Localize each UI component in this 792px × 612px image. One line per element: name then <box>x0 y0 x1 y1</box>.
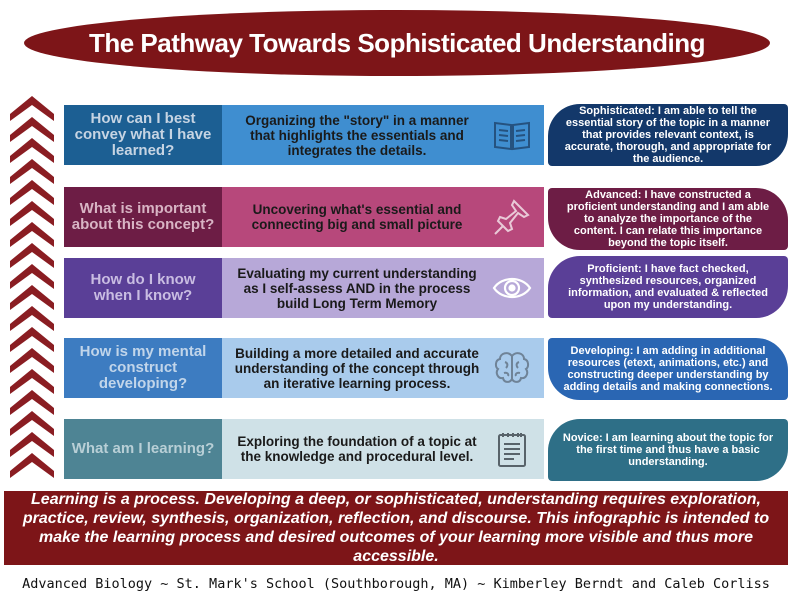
outcome-proficient: Proficient: I have fact checked, synthes… <box>548 256 788 318</box>
page-title: The Pathway Towards Sophisticated Unders… <box>88 27 706 58</box>
row-description: Uncovering what's essential and connecti… <box>222 187 544 247</box>
chevron-up-icon <box>10 159 54 184</box>
chevron-up-icon <box>10 117 54 142</box>
pathway-row-advanced: What is important about this concept? Un… <box>64 187 544 247</box>
chevron-up-icon <box>10 243 54 268</box>
credit-line: Advanced Biology ~ St. Mark's School (So… <box>22 576 770 592</box>
chevron-up-icon <box>10 180 54 205</box>
pathway-row-sophisticated: How can I best convey what I have learne… <box>64 105 544 165</box>
row-description: Building a more detailed and accurate un… <box>222 338 544 398</box>
row-question: What am I learning? <box>64 419 222 479</box>
chevron-up-icon <box>10 222 54 247</box>
chevron-up-icon <box>10 306 54 331</box>
row-question: How do I know when I know? <box>64 258 222 318</box>
clipboard-icon <box>498 433 526 467</box>
row-description-text: Exploring the foundation of a topic at t… <box>237 434 477 464</box>
book-icon <box>494 121 530 151</box>
outcome-sophisticated: Sophisticated: I am able to tell the ess… <box>548 104 788 166</box>
chevron-up-icon <box>10 138 54 163</box>
chevron-up-icon <box>10 348 54 373</box>
chevron-up-icon <box>10 285 54 310</box>
pushpin-icon <box>494 199 530 235</box>
brain-icon <box>494 352 530 383</box>
chevron-up-icon <box>10 432 54 457</box>
row-question: How can I best convey what I have learne… <box>64 105 222 165</box>
eye-icon <box>492 277 532 299</box>
title-banner: The Pathway Towards Sophisticated Unders… <box>24 10 770 76</box>
chevron-up-icon <box>10 453 54 478</box>
row-description-text: Building a more detailed and accurate un… <box>234 345 480 391</box>
outcome-advanced: Advanced: I have constructed a proficien… <box>548 188 788 250</box>
outcome-novice: Novice: I am learning about the topic fo… <box>548 419 788 481</box>
chevron-up-icon <box>10 96 54 121</box>
row-description: Evaluating my current understanding as I… <box>222 258 544 318</box>
chevron-up-icon <box>10 411 54 436</box>
pathway-row-novice: What am I learning? Exploring the founda… <box>64 419 544 479</box>
row-description-text: Uncovering what's essential and connecti… <box>251 202 463 232</box>
chevron-up-icon <box>10 327 54 352</box>
upward-chevrons-icon <box>10 96 54 478</box>
row-question: How is my mental construct developing? <box>64 338 222 398</box>
footer-summary: Learning is a process. Developing a deep… <box>4 491 788 565</box>
row-description: Organizing the "story" in a manner that … <box>222 105 544 165</box>
row-description: Exploring the foundation of a topic at t… <box>222 419 544 479</box>
chevron-up-icon <box>10 390 54 415</box>
outcome-developing: Developing: I am adding in additional re… <box>548 338 788 400</box>
row-question: What is important about this concept? <box>64 187 222 247</box>
row-description-text: Evaluating my current understanding as I… <box>237 265 477 311</box>
chevron-up-icon <box>10 264 54 289</box>
chevron-up-icon <box>10 201 54 226</box>
pathway-row-proficient: How do I know when I know? Evaluating my… <box>64 258 544 318</box>
row-description-text: Organizing the "story" in a manner that … <box>245 112 469 158</box>
chevron-up-icon <box>10 369 54 394</box>
pathway-row-developing: How is my mental construct developing? B… <box>64 338 544 398</box>
